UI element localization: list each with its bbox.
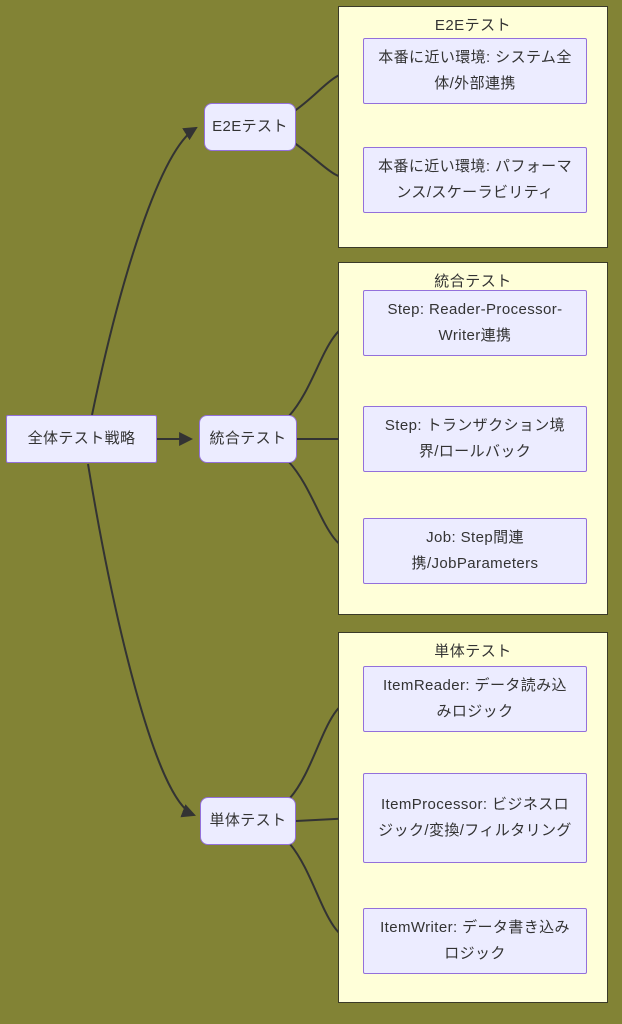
node-step-transaction: Step: トランザクション境界/ロールバック (363, 406, 587, 472)
node-e2e-test: E2Eテスト (204, 103, 296, 151)
node-unit-test: 単体テスト (200, 797, 296, 845)
node-e2e-env-performance: 本番に近い環境: パフォーマンス/スケーラビリティ (363, 147, 587, 213)
node-itemreader: ItemReader: データ読み込みロジック (363, 666, 587, 732)
node-job-step: Job: Step間連携/JobParameters (363, 518, 587, 584)
node-e2e-env-system: 本番に近い環境: システム全体/外部連携 (363, 38, 587, 104)
node-itemprocessor: ItemProcessor: ビジネスロジック/変換/フィルタリング (363, 773, 587, 863)
group-title-integration: 統合テスト (434, 273, 512, 290)
node-itemwriter: ItemWriter: データ書き込みロジック (363, 908, 587, 974)
group-title-unit: 単体テスト (434, 643, 512, 660)
edge-root-to-e2e (91, 126, 198, 416)
node-step-reader-processor-writer: Step: Reader-Processor-Writer連携 (363, 290, 587, 356)
group-title-e2e: E2Eテスト (434, 17, 512, 34)
node-integration-test: 統合テスト (199, 415, 297, 463)
node-overall-test-strategy: 全体テスト戦略 (6, 415, 157, 463)
edge-root-to-unit (87, 463, 196, 818)
